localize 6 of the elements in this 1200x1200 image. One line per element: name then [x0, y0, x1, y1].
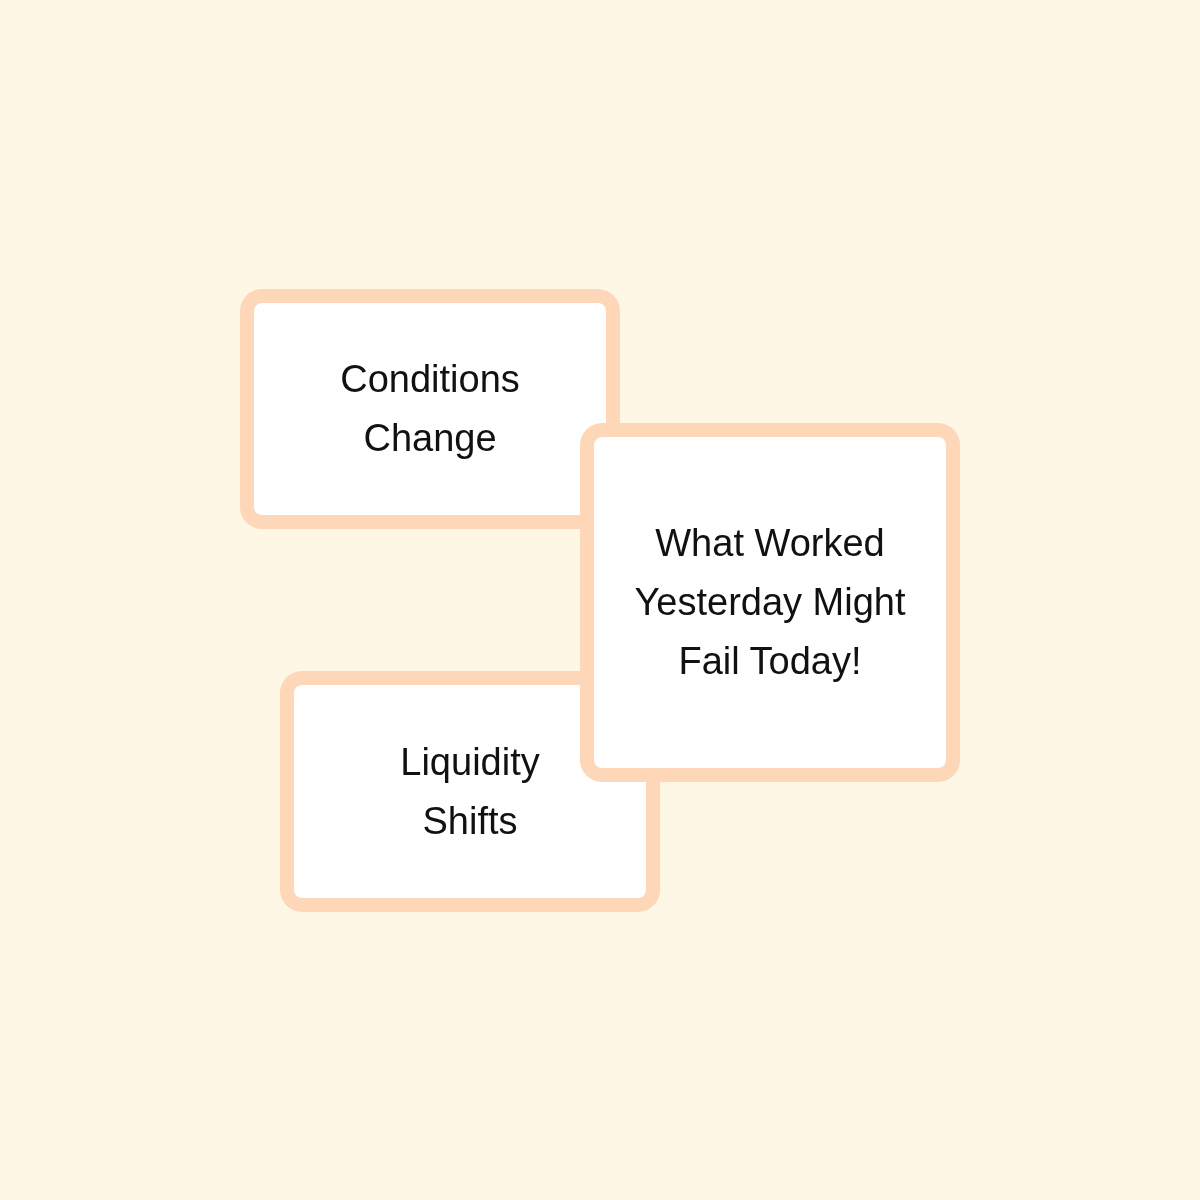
card-text: What Worked Yesterday Might Fail Today!: [634, 521, 906, 684]
text-card: [280, 671, 660, 912]
text-card: [240, 289, 620, 529]
card-text: Liquidity Shifts: [399, 739, 541, 844]
card-text: Conditions Change: [339, 357, 521, 461]
text-card: [580, 423, 960, 782]
